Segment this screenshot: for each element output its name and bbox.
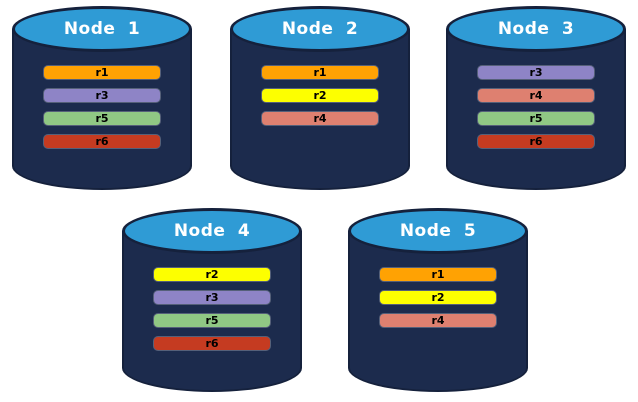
replica-bar-r2: r2 <box>154 268 270 281</box>
cylinder-body <box>446 29 626 190</box>
replica-bar-r2: r2 <box>262 89 378 102</box>
replica-bar-r4: r4 <box>478 89 594 102</box>
cylinder-body <box>230 29 410 190</box>
replica-bar-r4: r4 <box>380 314 496 327</box>
replica-bar-r1: r1 <box>380 268 496 281</box>
replica-list: r1 r2 r4 <box>230 66 410 125</box>
db-node-2: Node 2 r1 r2 r4 <box>230 6 410 190</box>
replica-bar-r4: r4 <box>262 112 378 125</box>
cylinder-top: Node 1 <box>12 6 192 52</box>
cylinder-top: Node 3 <box>446 6 626 52</box>
replica-bar-r5: r5 <box>478 112 594 125</box>
db-node-1: Node 1 r1 r3 r5 r6 <box>12 6 192 190</box>
replica-bar-r2: r2 <box>380 291 496 304</box>
db-node-4: Node 4 r2 r3 r5 r6 <box>122 208 302 392</box>
replica-bar-r1: r1 <box>262 66 378 79</box>
db-node-5: Node 5 r1 r2 r4 <box>348 208 528 392</box>
cylinder-body <box>348 231 528 392</box>
replica-bar-r6: r6 <box>44 135 160 148</box>
node-title: Node 1 <box>63 19 141 39</box>
cylinder-top: Node 2 <box>230 6 410 52</box>
node-title: Node 5 <box>399 221 477 241</box>
node-title: Node 2 <box>281 19 359 39</box>
cylinder-body <box>122 231 302 392</box>
replica-list: r2 r3 r5 r6 <box>122 268 302 350</box>
replica-bar-r3: r3 <box>478 66 594 79</box>
node-title: Node 4 <box>173 221 251 241</box>
db-node-3: Node 3 r3 r4 r5 r6 <box>446 6 626 190</box>
cylinder-top: Node 5 <box>348 208 528 254</box>
replica-list: r3 r4 r5 r6 <box>446 66 626 148</box>
replica-bar-r5: r5 <box>154 314 270 327</box>
cylinder-top: Node 4 <box>122 208 302 254</box>
replica-bar-r3: r3 <box>44 89 160 102</box>
replica-bar-r6: r6 <box>154 337 270 350</box>
cylinder-body <box>12 29 192 190</box>
replica-bar-r1: r1 <box>44 66 160 79</box>
replica-list: r1 r2 r4 <box>348 268 528 327</box>
replica-bar-r5: r5 <box>44 112 160 125</box>
replica-bar-r3: r3 <box>154 291 270 304</box>
node-title: Node 3 <box>497 19 575 39</box>
replica-bar-r6: r6 <box>478 135 594 148</box>
replica-list: r1 r3 r5 r6 <box>12 66 192 148</box>
